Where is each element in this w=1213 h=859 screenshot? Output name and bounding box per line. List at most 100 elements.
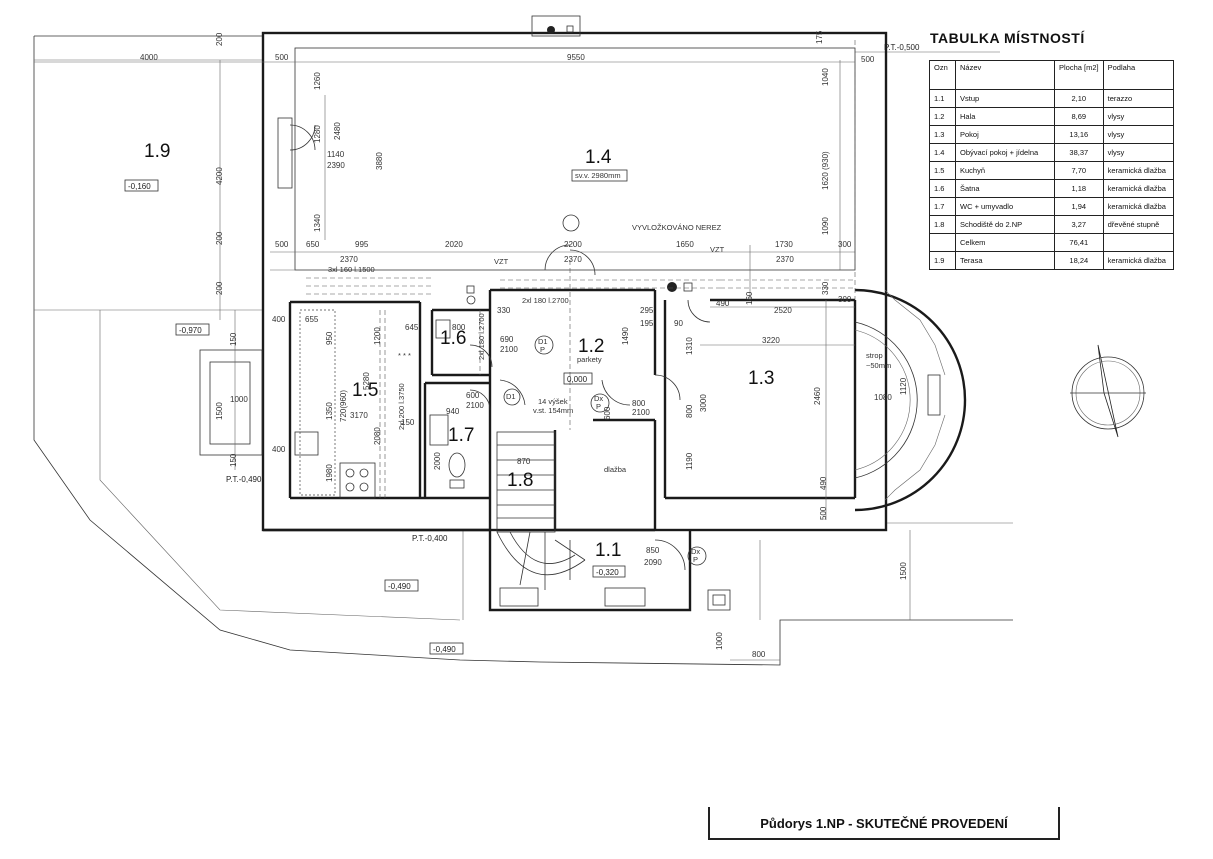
dim-720: 720(960)	[339, 390, 348, 422]
dim-2370-a: 2370	[340, 255, 358, 264]
table-row: 1.4 Obývací pokoj + jídelna 38,37 vlysy	[929, 143, 1174, 162]
dim-175: 175	[815, 30, 824, 44]
door-tag-p3: P	[693, 555, 698, 564]
dim-195: 195	[640, 319, 654, 328]
table-row: 1.6 Šatna 1,18 keramická dlažba	[929, 179, 1174, 198]
door-tag-d1: D1	[538, 337, 548, 346]
row-floor: vlysy	[1102, 125, 1174, 144]
table-row: 1.3 Pokoj 13,16 vlysy	[929, 125, 1174, 144]
plan-caption-box: Půdorys 1.NP - SKUTEČNÉ PROVEDENÍ	[708, 807, 1060, 840]
dim-490-b: 490	[819, 476, 828, 490]
dim-160: 160	[745, 291, 754, 305]
dim-200-left: 200	[215, 281, 224, 295]
bay-window	[854, 288, 967, 512]
doors	[277, 117, 711, 571]
dim-500-b: 500	[861, 55, 875, 64]
north-arrow-icon	[1070, 344, 1146, 438]
floor-parquet: parkety	[577, 355, 602, 364]
dim-3000: 3000	[699, 394, 708, 412]
row-floor: dřevěné stupně	[1102, 215, 1174, 234]
dim-200-mid: 200	[215, 231, 224, 245]
staircase	[496, 431, 646, 607]
row-name: Obývací pokoj + jídelna	[955, 143, 1055, 162]
ceiling-note-2: ~50mm	[866, 361, 891, 370]
dim-200-top: 200	[215, 32, 224, 46]
dim-1000-a: 1000	[230, 395, 248, 404]
dim-2020: 2020	[445, 240, 463, 249]
dim-3220: 3220	[762, 336, 780, 345]
kitchen-fittings: * * *	[294, 309, 411, 499]
dim-9550: 9550	[567, 53, 585, 62]
level-window: -0,970	[179, 326, 202, 335]
room-label-1-9: 1.9	[144, 141, 170, 162]
dim-2100-b: 2100	[466, 401, 484, 410]
room-labels: 1.9 1.4 1.5 1.6 1.2 1.3 1.7 1.8 1.1	[144, 141, 774, 561]
dim-600-a: 600	[466, 391, 480, 400]
row-floor: keramická dlažba	[1102, 179, 1174, 198]
row-id: 1.7	[929, 197, 956, 216]
dim-1500-b: 1500	[899, 562, 908, 580]
row-id: 1.4	[929, 143, 956, 162]
dim-1000-b: 1000	[715, 632, 724, 650]
room-table-title: TABULKA MÍSTNOSTÍ	[930, 30, 1085, 46]
table-row: 1.7 WC + umyvadlo 1,94 keramická dlažba	[929, 197, 1174, 216]
dim-1350: 1350	[325, 402, 334, 420]
dim-2080: 2080	[373, 427, 382, 445]
row-area: 2,10	[1054, 89, 1104, 108]
row-id: 1.2	[929, 107, 956, 126]
plan-notes: sv.v. 2980mm VYVLOŽKOVÁNO NEREZ VZT VZT …	[328, 169, 891, 474]
row-floor: vlysy	[1102, 143, 1174, 162]
dim-3880: 3880	[375, 152, 384, 170]
dim-400-b: 400	[272, 445, 286, 454]
stairs-height: v.st. 154mm	[533, 406, 573, 415]
dim-1200: 1200	[373, 327, 382, 345]
level-marks: -0,160 0,000 -0,320 -0,970 -0,490 -0,490…	[124, 43, 920, 655]
dim-1090: 1090	[821, 217, 830, 235]
dim-300-b: 300	[838, 295, 852, 304]
dim-5280: 5280	[362, 372, 371, 390]
row-area: 13,16	[1054, 125, 1104, 144]
dim-1620: 1620 (930)	[821, 151, 830, 190]
door-tags: D1 P D1 Dx P Dx P	[466, 214, 707, 566]
row-area: 38,37	[1054, 143, 1104, 162]
row-id: 1.3	[929, 125, 956, 144]
dim-2090: 2090	[644, 558, 662, 567]
floor-tiles: dlažba	[604, 465, 627, 474]
lintel-label-1: 3xl 160 l.1500	[328, 265, 375, 274]
row-id: 1.1	[929, 89, 956, 108]
door-tag-p1: P	[540, 345, 545, 354]
dim-1650: 1650	[676, 240, 694, 249]
row-name: Hala	[955, 107, 1055, 126]
level-1-1: -0,320	[596, 568, 619, 577]
dim-150-c: 150	[229, 453, 238, 467]
dim-2480: 2480	[333, 122, 342, 140]
room-label-1-1: 1.1	[595, 540, 621, 561]
ceiling-note-1: strop	[866, 351, 883, 360]
svg-text:* * *: * * *	[398, 351, 411, 360]
row-area: 1,94	[1054, 197, 1104, 216]
room-label-1-8: 1.8	[507, 470, 533, 491]
room-table-header: Ozn Název Plocha [m2] Podlaha	[929, 60, 1174, 90]
row-floor: terazzo	[1102, 89, 1174, 108]
room-label-1-4: 1.4	[585, 147, 612, 168]
dim-645: 645	[405, 323, 419, 332]
vzt-label-1: VZT	[494, 257, 509, 266]
level-outside-1: -0,490	[388, 582, 411, 591]
dim-690: 690	[500, 335, 514, 344]
door-tag-d2: D1	[506, 392, 516, 401]
dim-500-c: 500	[275, 240, 289, 249]
row-id	[929, 233, 956, 252]
row-id: 1.8	[929, 215, 956, 234]
dim-2390: 2390	[327, 161, 345, 170]
dim-600-b: 600	[603, 406, 612, 420]
dim-2520: 2520	[774, 306, 792, 315]
lintel-label-3: 2xl 200 l.3750	[397, 383, 406, 430]
lintel-label-4: 2xl 180 l.2700	[477, 313, 486, 360]
dim-1040: 1040	[821, 68, 830, 86]
dim-3170: 3170	[350, 411, 368, 420]
dim-2100-a: 2100	[500, 345, 518, 354]
dim-800-a: 800	[452, 323, 466, 332]
row-area: 3,27	[1054, 215, 1104, 234]
row-name: Vstup	[955, 89, 1055, 108]
